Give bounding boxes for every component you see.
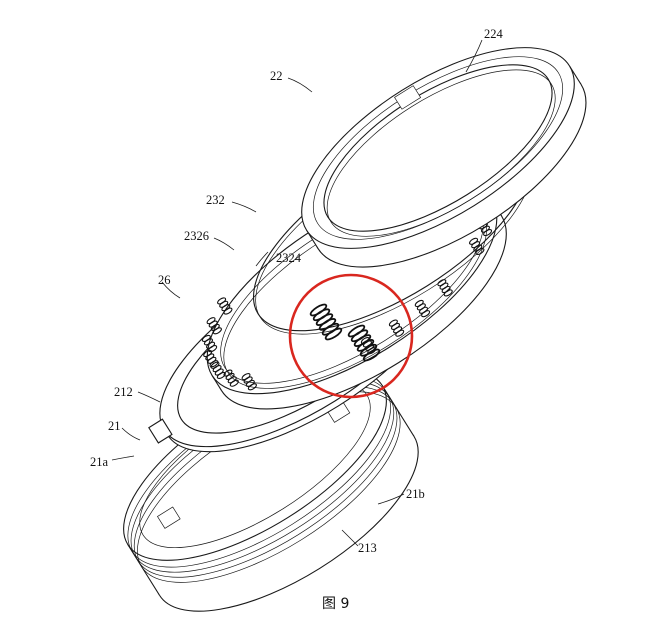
coil-spring <box>201 334 218 353</box>
part-22-top-ring <box>301 47 587 268</box>
label-21: 21 <box>108 419 121 433</box>
coil-spring <box>309 303 343 341</box>
coil-spring <box>414 299 431 318</box>
label-2326: 2326 <box>184 229 209 243</box>
label-232: 232 <box>206 193 225 207</box>
coil-spring <box>241 373 257 391</box>
label-22: 22 <box>270 69 283 83</box>
label-2324: 2324 <box>276 251 302 265</box>
highlight-circle <box>288 273 414 399</box>
label-212: 212 <box>114 385 133 399</box>
coil-spring <box>206 317 222 335</box>
coil-spring <box>217 297 233 315</box>
label-21b: 21b <box>406 487 425 501</box>
coil-spring <box>210 361 226 380</box>
label-213: 213 <box>358 541 377 555</box>
coil-spring <box>437 279 453 297</box>
label-26: 26 <box>158 273 171 287</box>
figure-caption: 图 9 <box>322 596 349 612</box>
coil-spring <box>347 324 381 362</box>
highlighted-springs <box>309 303 381 362</box>
coil-spring <box>468 237 485 256</box>
label-21a: 21a <box>90 455 109 469</box>
coil-spring <box>388 319 405 337</box>
leader-lines <box>111 39 483 547</box>
label-224: 224 <box>484 27 504 41</box>
